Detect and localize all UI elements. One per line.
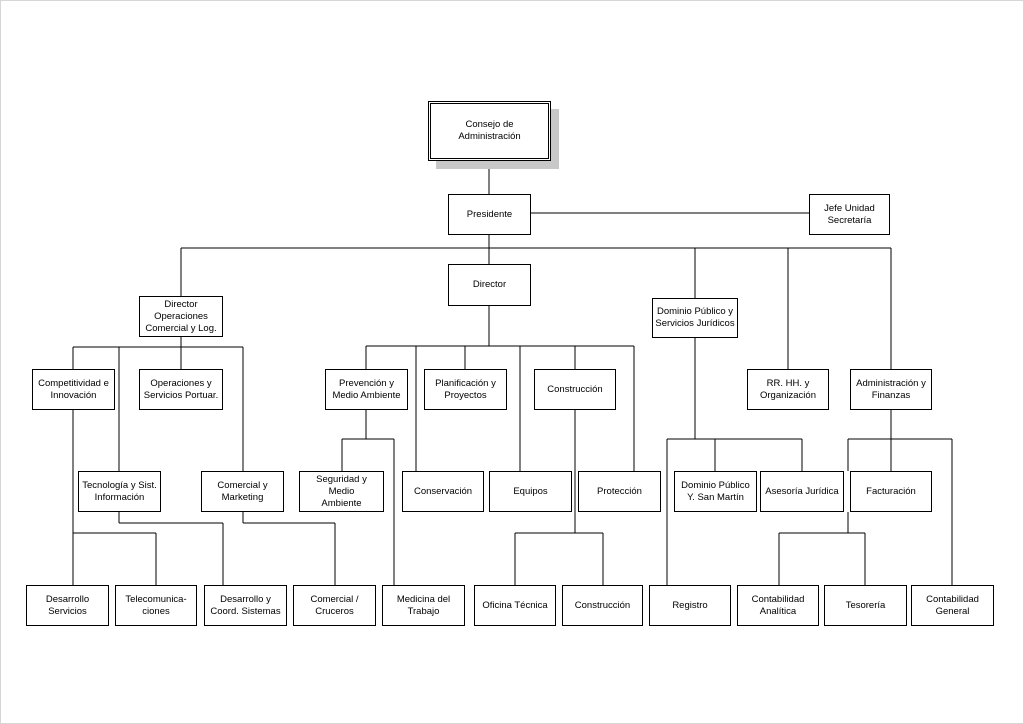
- node-administracion: Administración y Finanzas: [850, 369, 932, 410]
- node-contabilidad-analitica: Contabilidad Analítica: [737, 585, 819, 626]
- node-construccion-dept: Construcción: [534, 369, 616, 410]
- node-telecom: Telecomunica- ciones: [115, 585, 197, 626]
- node-dominio-publico: Dominio Público y Servicios Jurídicos: [652, 298, 738, 338]
- node-prevencion: Prevención y Medio Ambiente: [325, 369, 408, 410]
- node-asesoria: Asesoría Jurídica: [760, 471, 844, 512]
- node-desarrollo-coord: Desarrollo y Coord. Sistemas: [204, 585, 287, 626]
- node-consejo: Consejo de Administración: [428, 101, 551, 161]
- node-equipos: Equipos: [489, 471, 572, 512]
- node-oficina-tecnica: Oficina Técnica: [474, 585, 556, 626]
- node-comercial-cruceros: Comercial / Cruceros: [293, 585, 376, 626]
- node-operaciones-servicios: Operaciones y Servicios Portuar.: [139, 369, 223, 410]
- node-registro: Registro: [649, 585, 731, 626]
- node-dir-operaciones: Director Operaciones Comercial y Log.: [139, 296, 223, 337]
- node-jefe-unidad: Jefe Unidad Secretaría: [809, 194, 890, 235]
- node-construccion: Construcción: [562, 585, 643, 626]
- node-presidente: Presidente: [448, 194, 531, 235]
- node-rrhh: RR. HH. y Organización: [747, 369, 829, 410]
- node-seguridad: Seguridad y Medio Ambiente: [299, 471, 384, 512]
- node-comercial-marketing: Comercial y Marketing: [201, 471, 284, 512]
- node-competitividad: Competitividad e Innovación: [32, 369, 115, 410]
- node-facturacion: Facturación: [850, 471, 932, 512]
- node-proteccion: Protección: [578, 471, 661, 512]
- node-tesoreria: Tesorería: [824, 585, 907, 626]
- node-planificacion: Planificación y Proyectos: [424, 369, 507, 410]
- node-medicina: Medicina del Trabajo: [382, 585, 465, 626]
- node-dominio-san-martin: Dominio Público Y. San Martín: [674, 471, 757, 512]
- node-desarrollo-servicios: Desarrollo Servicios: [26, 585, 109, 626]
- node-tecnologia: Tecnología y Sist. Información: [78, 471, 161, 512]
- node-director: Director: [448, 264, 531, 306]
- node-contabilidad-general: Contabilidad General: [911, 585, 994, 626]
- node-conservacion: Conservación: [402, 471, 484, 512]
